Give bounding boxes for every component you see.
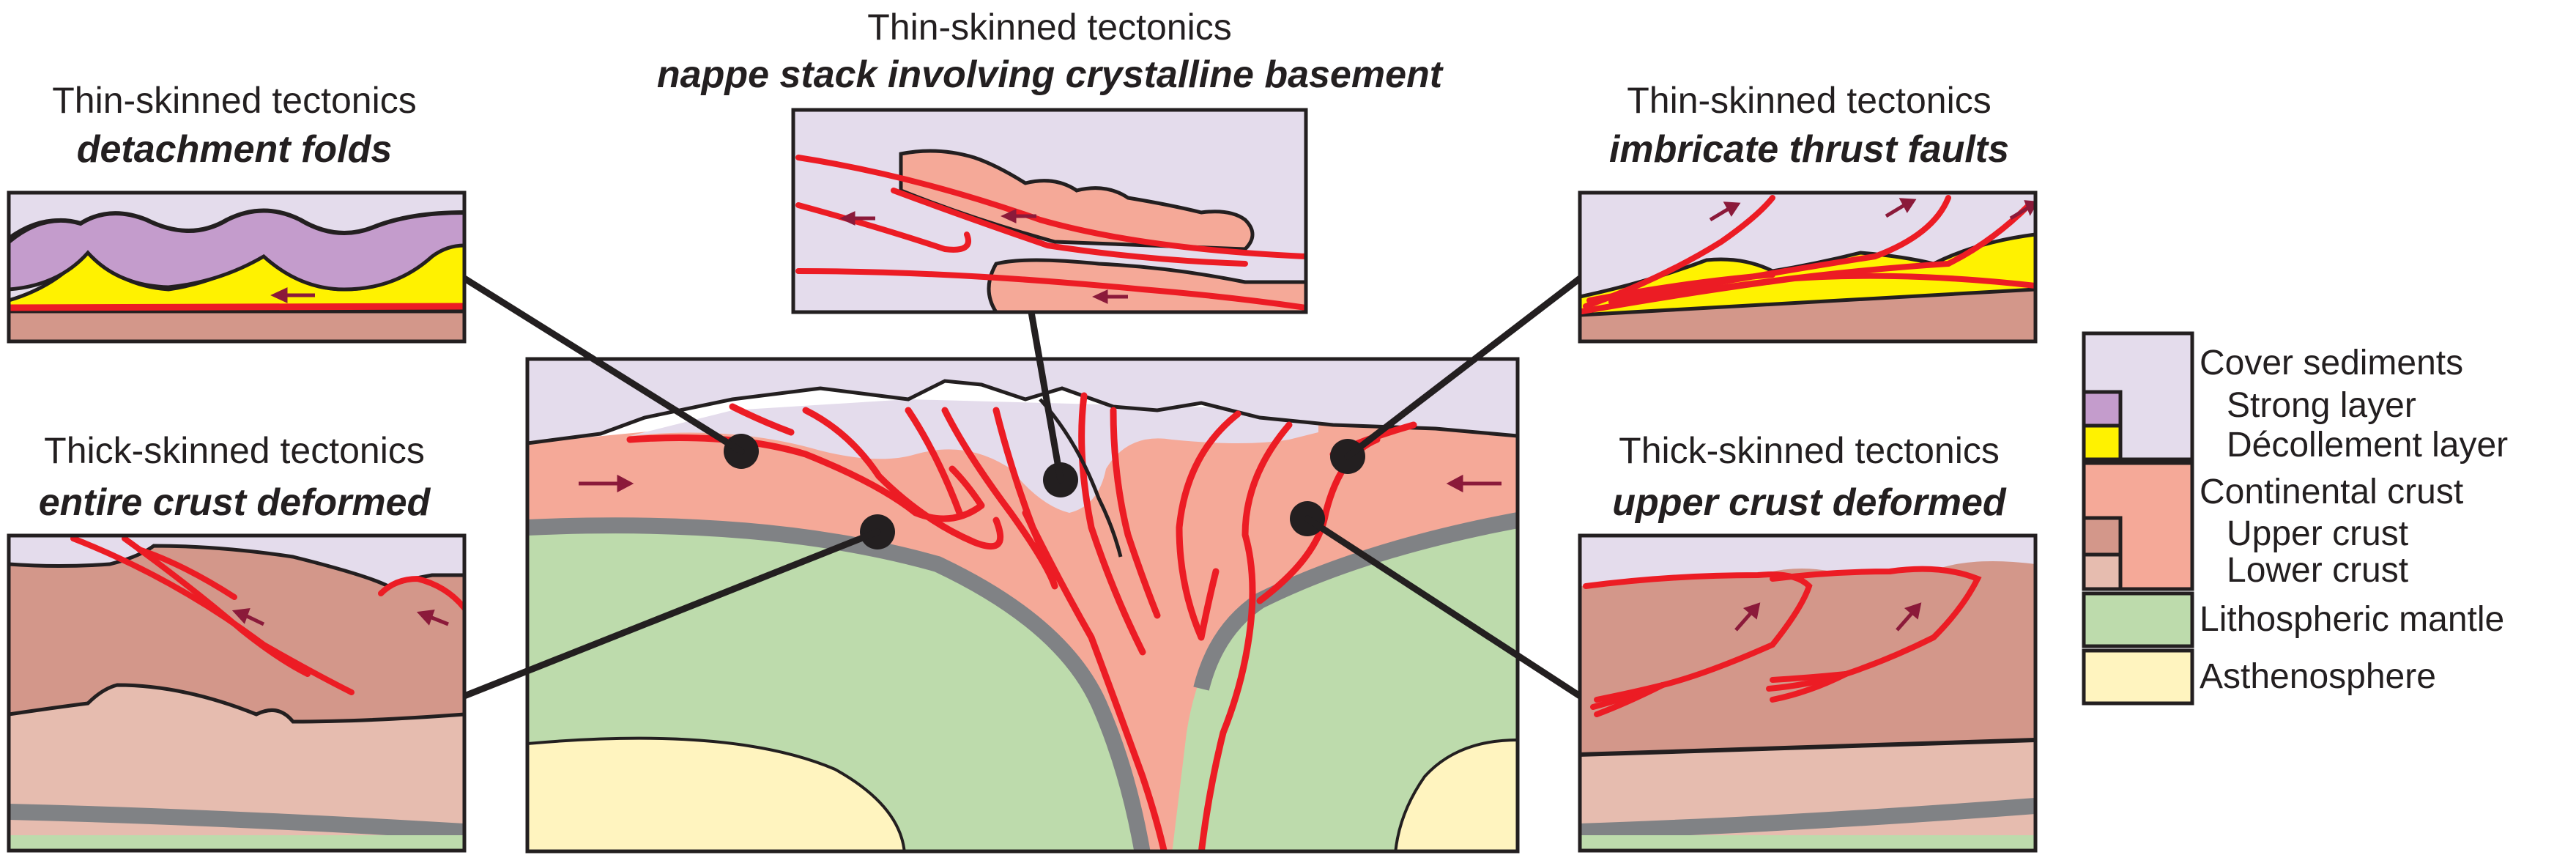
main-cover-sediments bbox=[527, 359, 1518, 443]
legend-label-lithospheric-mantle: Lithospheric mantle bbox=[2200, 600, 2505, 639]
br-crust-boundary bbox=[1579, 738, 2036, 757]
bl-mantle bbox=[9, 835, 464, 851]
panel-imbricate-thrusts bbox=[1580, 193, 2035, 341]
legend-label-upper-crust: Upper crust bbox=[2227, 514, 2409, 553]
legend-label-cover-sediments: Cover sediments bbox=[2200, 344, 2464, 382]
tl-top-line bbox=[9, 208, 464, 244]
main-cover-lens bbox=[630, 399, 1318, 513]
main-frame bbox=[525, 357, 1520, 854]
top-left-title: Thin-skinned tectonics bbox=[52, 80, 417, 121]
br-mantle bbox=[1580, 835, 2035, 851]
tl-arrow bbox=[270, 287, 315, 303]
top-center-title: Thin-skinned tectonics bbox=[867, 7, 1232, 48]
top-right-subtitle: imbricate thrust faults bbox=[1608, 128, 2010, 171]
legend-label-continental-crust: Continental crust bbox=[2200, 473, 2464, 511]
main-asthenosphere-left bbox=[527, 736, 906, 851]
panel-nappe-stack bbox=[793, 110, 1306, 312]
tl-fault bbox=[9, 303, 464, 311]
main-black-fault bbox=[1039, 398, 1123, 558]
bottom-left-title: Thick-skinned tectonics bbox=[44, 430, 425, 471]
tr-faults bbox=[1580, 195, 2035, 314]
bl-faults bbox=[70, 536, 464, 695]
main-arrows bbox=[579, 474, 1502, 493]
top-right-title: Thin-skinned tectonics bbox=[1627, 80, 1992, 121]
panel-frame-bottom-right bbox=[1578, 533, 2038, 853]
panel-frame-top-center bbox=[791, 108, 1308, 314]
top-center-subtitle: nappe stack involving crystalline baseme… bbox=[656, 53, 1443, 96]
legend-swatch-lithospheric-mantle bbox=[2082, 591, 2194, 648]
br-moho bbox=[1580, 798, 2035, 840]
br-upper-crust bbox=[1580, 561, 2035, 755]
tc-nappe-upper bbox=[899, 149, 1255, 251]
legend-swatch-upper-crust bbox=[2082, 516, 2123, 557]
tr-basement bbox=[1580, 289, 2035, 341]
br-faults bbox=[1583, 566, 1982, 717]
panel-upper-crust bbox=[1580, 536, 2035, 851]
bottom-right-title: Thick-skinned tectonics bbox=[1619, 430, 2000, 471]
main-moho-left bbox=[527, 517, 1151, 851]
main-cross-section bbox=[527, 359, 1518, 851]
main-surface-line bbox=[527, 379, 1518, 445]
legend-swatch-decollement-layer bbox=[2082, 423, 2123, 462]
br-arrows bbox=[1734, 602, 1922, 632]
legend-label-strong-layer: Strong layer bbox=[2227, 386, 2416, 425]
tl-basement bbox=[9, 311, 464, 341]
legend-label-decollement-layer: Décollement layer bbox=[2227, 426, 2509, 464]
tc-arrows bbox=[839, 209, 1128, 304]
main-asthenosphere-right bbox=[1394, 738, 1518, 851]
tr-arrows bbox=[1709, 198, 2035, 222]
main-continental-crust bbox=[527, 407, 1518, 851]
legend-swatch-asthenosphere bbox=[2082, 648, 2194, 706]
panel-detachment-folds bbox=[9, 193, 464, 341]
legend-swatches bbox=[2082, 331, 2194, 706]
panel-entire-crust bbox=[9, 536, 464, 851]
panel-frame-top-right bbox=[1578, 190, 2038, 344]
legend-swatch-strong-layer bbox=[2082, 390, 2123, 428]
bl-arrows bbox=[231, 608, 449, 626]
legend-swatch-lower-crust bbox=[2082, 552, 2123, 591]
main-moho-right bbox=[1193, 512, 1518, 691]
main-faults bbox=[626, 392, 1417, 851]
panel-frame-top-left bbox=[7, 190, 467, 344]
bottom-left-subtitle: entire crust deformed bbox=[38, 481, 431, 524]
bl-moho bbox=[9, 804, 464, 840]
tc-faults bbox=[795, 155, 1306, 311]
legend-label-asthenosphere: Asthenosphere bbox=[2200, 657, 2436, 696]
panel-frame-bottom-left bbox=[7, 533, 467, 853]
bottom-right-subtitle: upper crust deformed bbox=[1612, 481, 2006, 524]
top-left-subtitle: detachment folds bbox=[76, 128, 393, 171]
legend-label-lower-crust: Lower crust bbox=[2227, 551, 2409, 590]
callout-connectors bbox=[461, 275, 1584, 700]
